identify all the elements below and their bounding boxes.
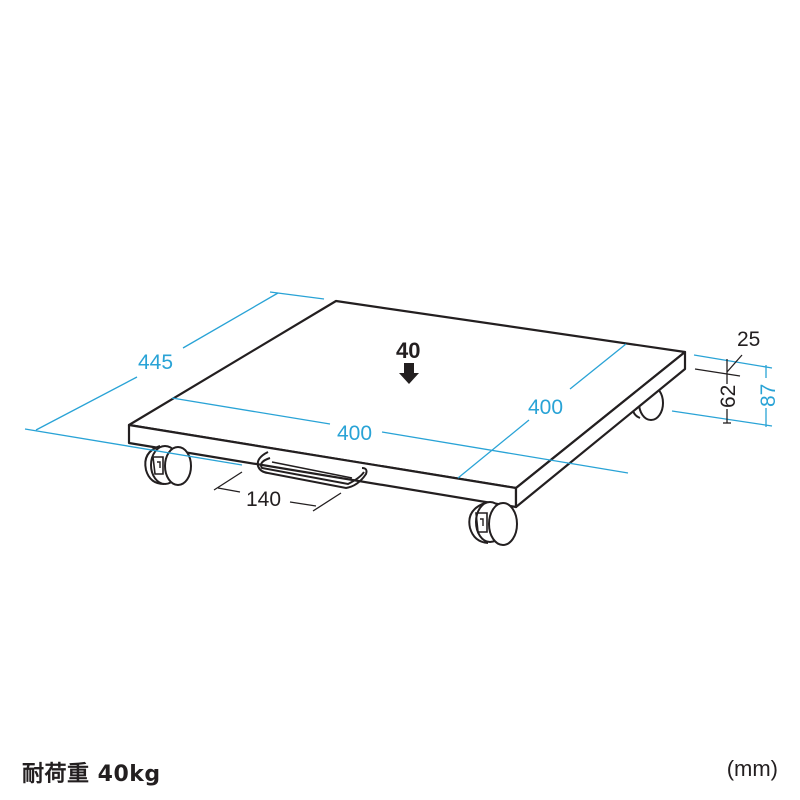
label-total-height-87: 87 (757, 384, 780, 407)
load-indicator: 40 (396, 338, 420, 384)
load-capacity-label: 耐荷重 40kg (22, 762, 161, 787)
black-dimension-lines (213, 354, 743, 512)
dimension-lines (24, 291, 773, 479)
caster-front-right (468, 501, 518, 546)
label-thickness-25: 25 (737, 328, 760, 351)
label-width-front-400: 400 (337, 422, 372, 445)
down-arrow-icon (399, 363, 419, 384)
unit-label: (mm) (726, 756, 778, 781)
label-caster-height-62: 62 (717, 385, 740, 408)
label-width-side-400: 400 (528, 396, 563, 419)
board (127, 299, 687, 509)
load-value: 40 (396, 338, 420, 363)
label-depth-445: 445 (138, 351, 173, 374)
label-handle-140: 140 (246, 488, 281, 511)
board-right-face (514, 350, 687, 509)
caster-front-left (144, 445, 192, 486)
handle (256, 451, 368, 490)
